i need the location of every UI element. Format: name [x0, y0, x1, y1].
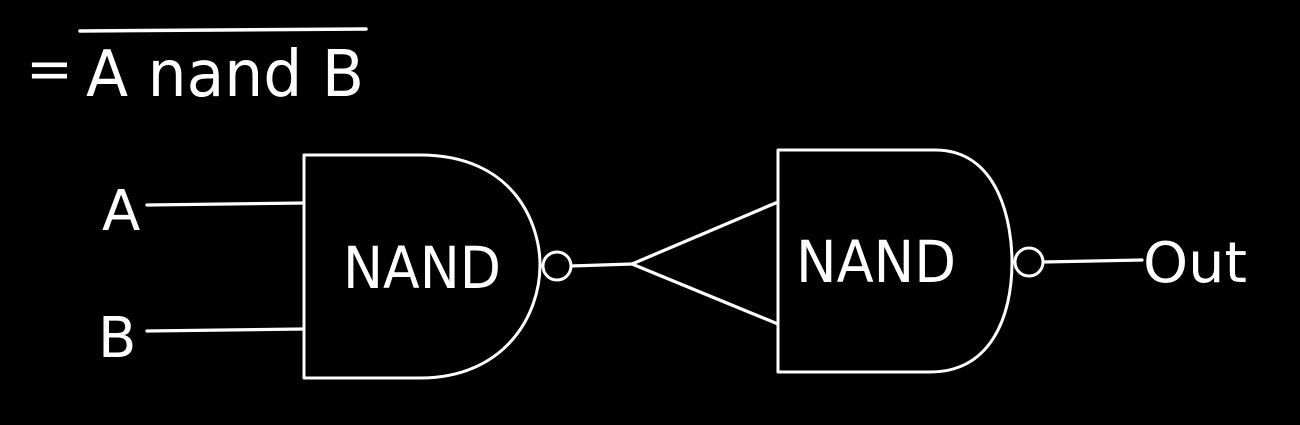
second-nand-gate-label: NAND [796, 228, 956, 296]
first-nand-gate-label: NAND [343, 234, 501, 302]
first-nand-gate-body [302, 153, 542, 380]
input-label-b: B [98, 306, 136, 371]
wire-input-b [145, 327, 306, 333]
wire-between-gates [569, 262, 634, 268]
overline-bar [78, 27, 368, 33]
wire-input-a [145, 201, 306, 207]
expression-text: A nand B [86, 38, 364, 112]
second-nand-inversion-bubble [1013, 246, 1045, 278]
second-nand-gate-body [776, 148, 1014, 374]
input-label-a: A [102, 179, 140, 244]
wire-output [1041, 258, 1144, 264]
equals-sign: = [26, 37, 73, 102]
wire-fork-upper [630, 200, 780, 266]
first-nand-inversion-bubble [541, 250, 573, 282]
wire-fork-lower [630, 262, 780, 326]
output-label: Out [1143, 231, 1247, 296]
